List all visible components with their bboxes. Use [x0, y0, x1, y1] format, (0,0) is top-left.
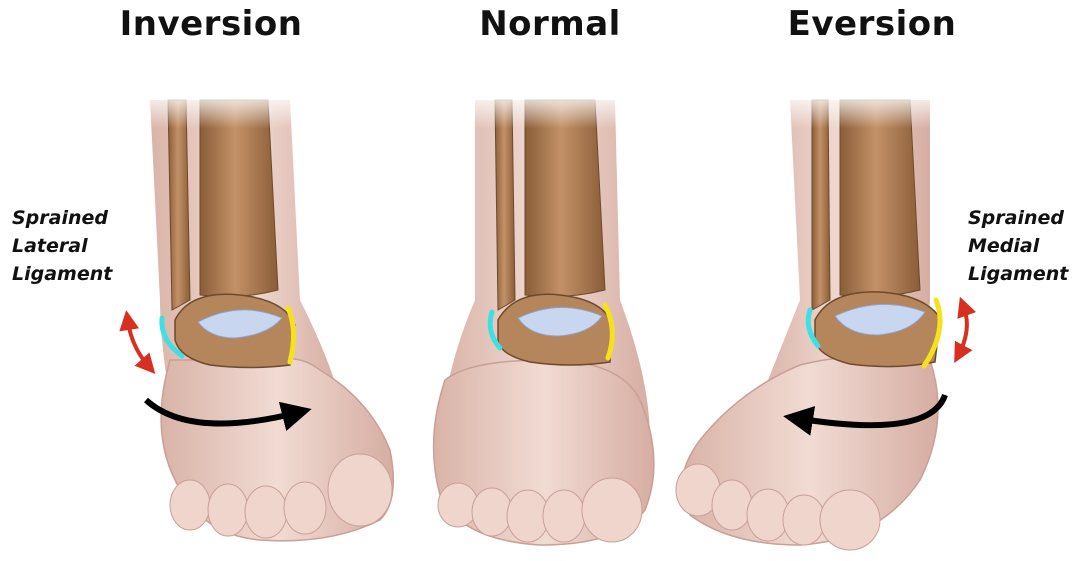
foot-eversion — [676, 90, 945, 550]
foot-normal — [434, 90, 654, 545]
foot-inversion — [140, 90, 393, 541]
inversion-strain-arrow — [128, 322, 150, 368]
eversion-strain-arrow — [958, 308, 967, 356]
